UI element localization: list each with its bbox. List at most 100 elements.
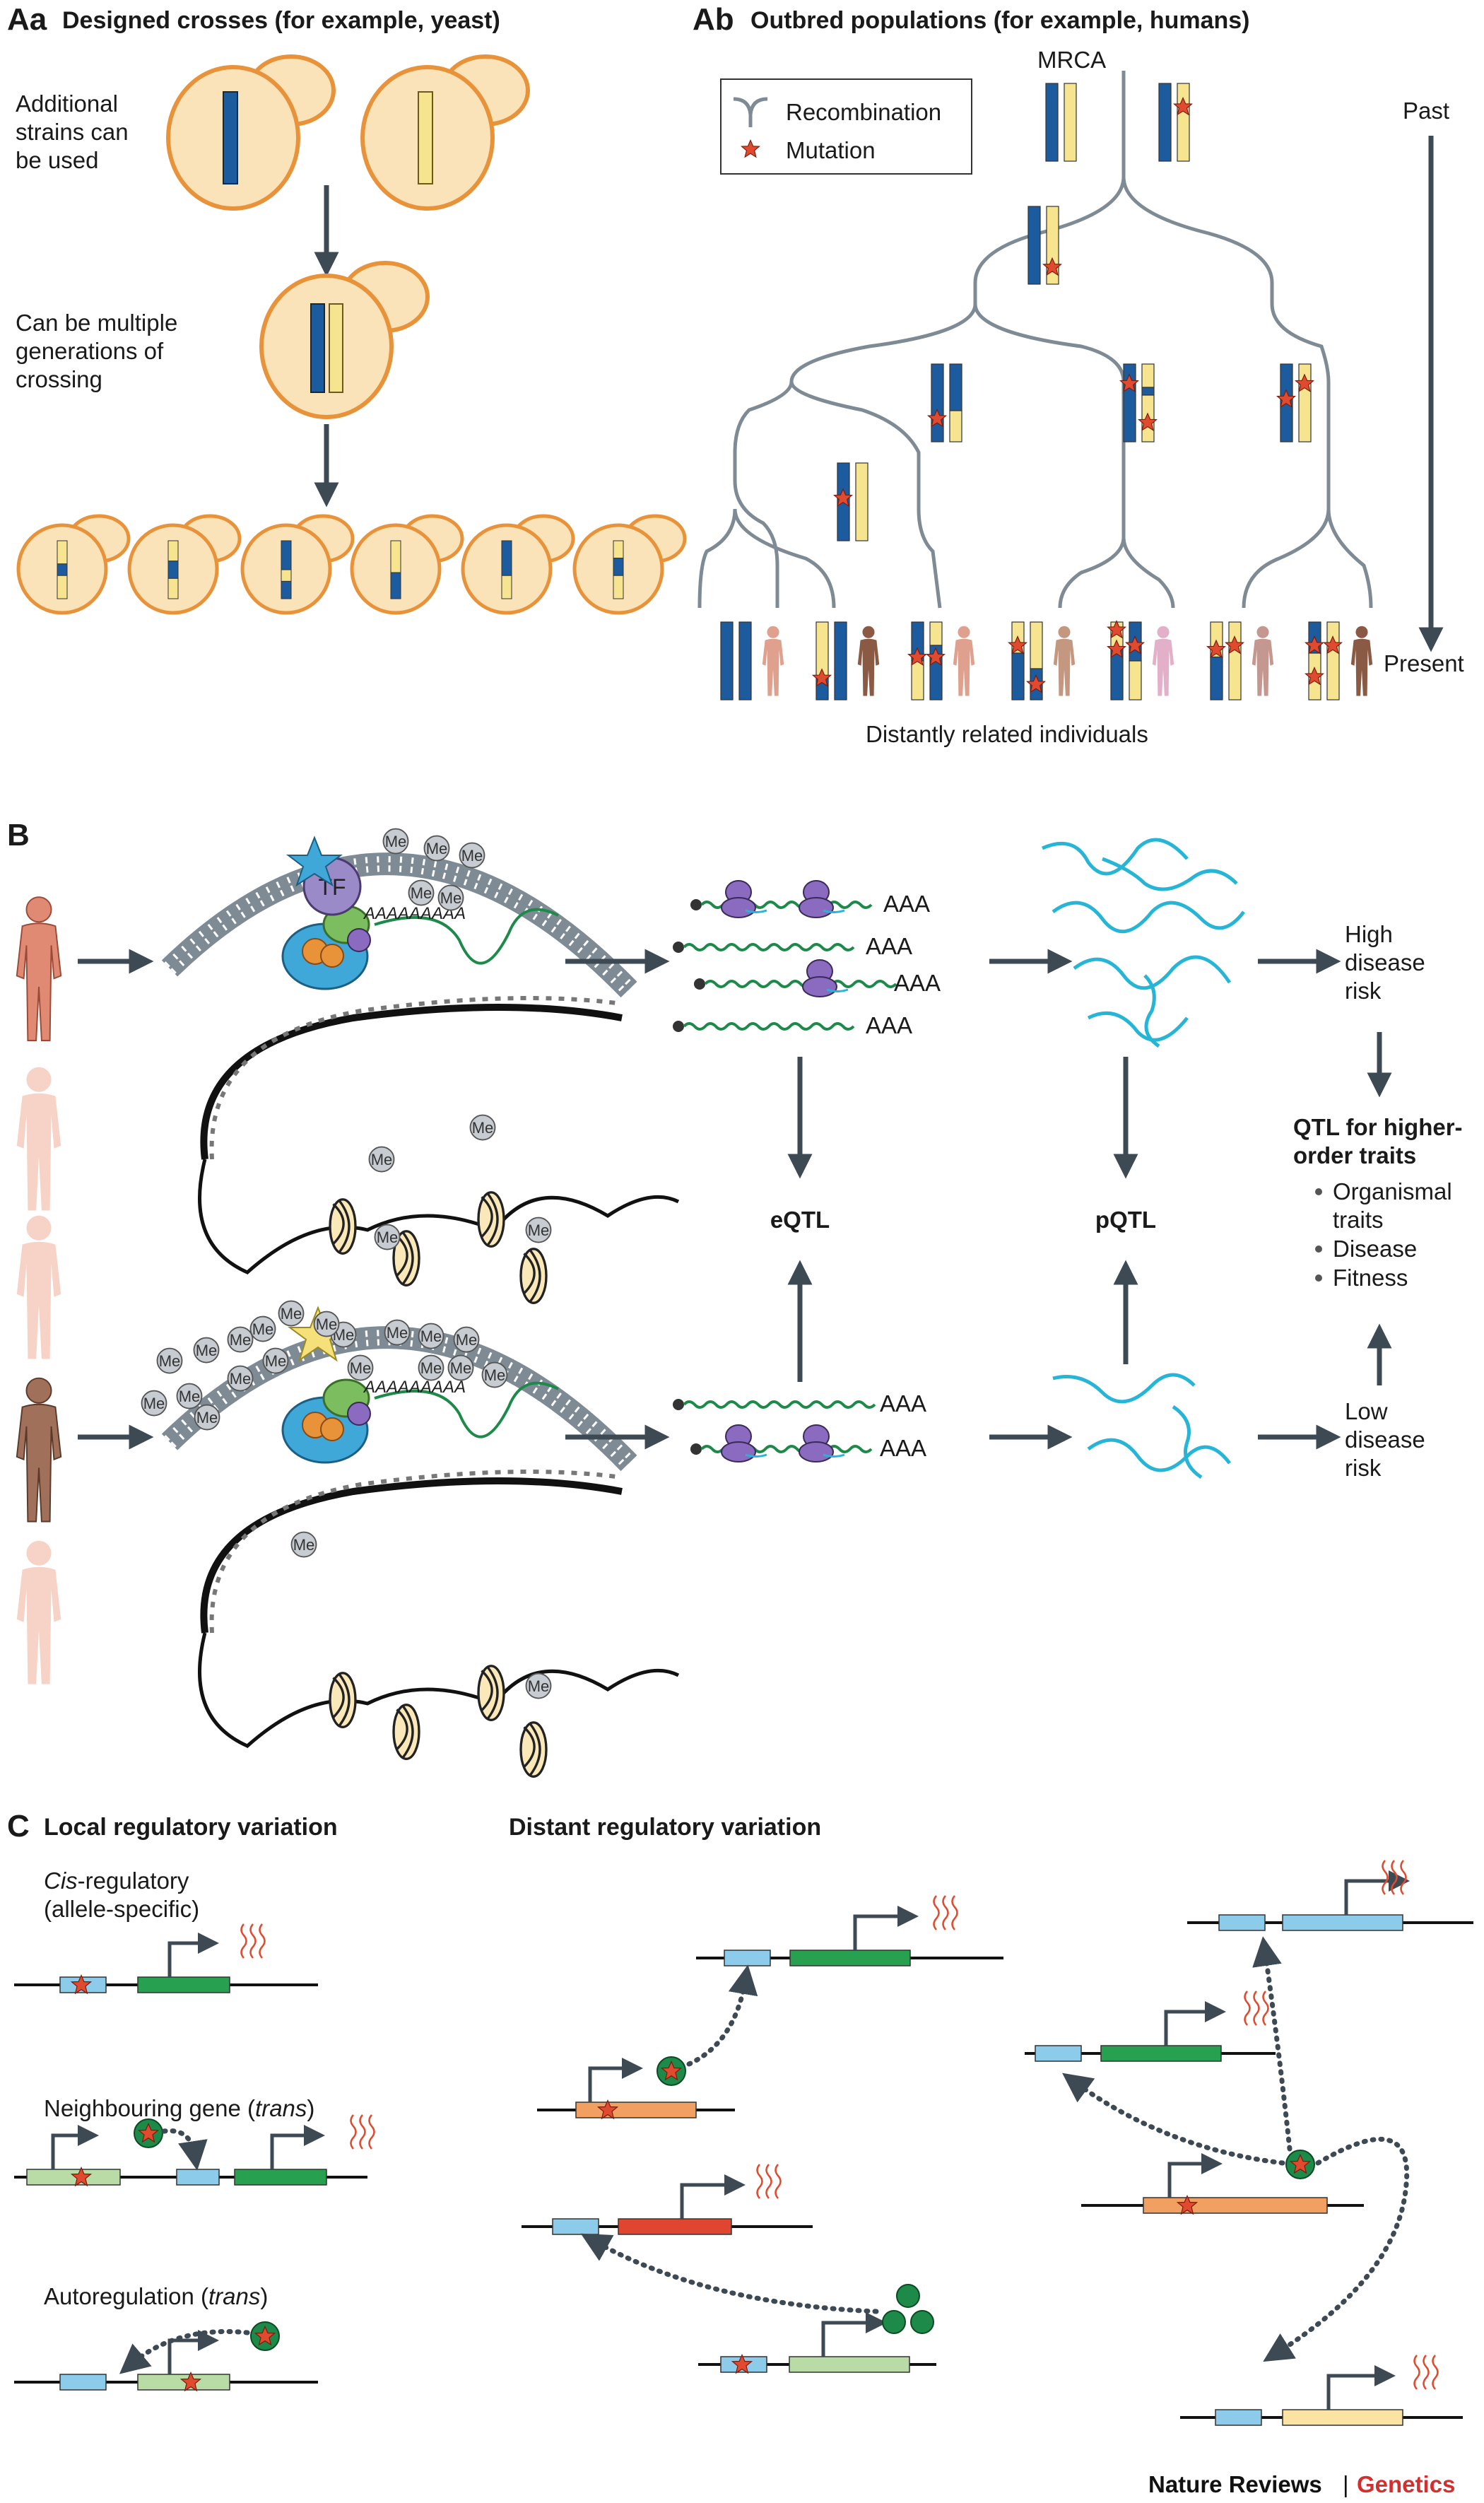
- methyl-label: Me: [456, 1331, 478, 1349]
- low-risk-line3: risk: [1345, 1455, 1382, 1481]
- methyl-group: Me: [469, 1114, 496, 1141]
- polya-tail: AAA: [894, 970, 941, 996]
- neighbouring-gene-trans: [14, 2114, 375, 2186]
- yeast-segregant: [461, 514, 575, 615]
- transcription-scene-top: TF AAAAAAAAA: [161, 836, 680, 1304]
- chromosome-pair: [1276, 363, 1314, 442]
- methyl-group: Me: [262, 1347, 289, 1374]
- polya-tail: AAA: [880, 1390, 926, 1417]
- footer-journal: Nature Reviews: [1148, 2471, 1322, 2497]
- ribosome-icon: [802, 959, 849, 997]
- methyl-label: Me: [252, 1320, 274, 1338]
- pqtl-label: pQTL: [1095, 1207, 1156, 1233]
- cis-regulatory-gene: [14, 1923, 318, 1994]
- distant-target-beige: [1180, 2355, 1463, 2426]
- mrna-molecule: AAA: [673, 1012, 912, 1038]
- aa-note1-line2: strains can: [16, 119, 129, 145]
- genealogy-tree: [697, 71, 1373, 609]
- distant-regulator-light: [580, 2233, 936, 2374]
- chromosome-pair: [1008, 621, 1046, 701]
- high-risk-line2: disease: [1345, 949, 1425, 975]
- eqtl-label: eQTL: [770, 1207, 830, 1233]
- methyl-group: Me: [437, 884, 464, 911]
- methyl-group: Me: [374, 1224, 401, 1250]
- autoregulation-label: Autoregulation (trans): [44, 2283, 268, 2309]
- methyl-group: Me: [141, 1390, 167, 1417]
- regulator-protein: [250, 2321, 280, 2351]
- tf-star: [286, 836, 343, 887]
- methyl-label: Me: [230, 1331, 252, 1349]
- qtl-bullet-2: Disease: [1333, 1236, 1417, 1262]
- panel-aa: Aa Designed crosses (for example, yeast)…: [7, 2, 687, 615]
- b-people-column: [16, 896, 62, 1684]
- yeast-parent-yellow: [360, 54, 530, 211]
- polya-label-bottom: AAAAAAAAA: [363, 1378, 466, 1397]
- methyl-group: Me: [459, 842, 485, 869]
- ribosome-icon: [721, 880, 767, 918]
- chromosome-pair: [1119, 363, 1158, 442]
- panel-ab-letter: Ab: [693, 2, 734, 37]
- person-low-risk: [16, 1377, 62, 1523]
- methyl-label: Me: [265, 1352, 287, 1370]
- methyl-group: Me: [290, 1531, 317, 1558]
- aa-note1-line1: Additional: [16, 90, 118, 117]
- methyl-group: Me: [447, 1354, 474, 1381]
- yeast-segregant: [240, 514, 355, 615]
- methyl-label: Me: [411, 884, 432, 902]
- regulator-protein: [896, 2284, 920, 2308]
- aa-note2-line3: crossing: [16, 366, 102, 392]
- neighbouring-label: Neighbouring gene (trans): [44, 2095, 314, 2121]
- methyl-label: Me: [230, 1370, 252, 1388]
- methyl-group: Me: [368, 1146, 395, 1173]
- qtl-bullet-3: Fitness: [1333, 1265, 1408, 1291]
- panel-ab: Ab Outbred populations (for example, hum…: [693, 2, 1464, 747]
- legend-mutation: Mutation: [786, 137, 876, 163]
- methyl-label: Me: [316, 1315, 338, 1333]
- proteins-bottom: [1052, 1373, 1231, 1479]
- methyl-label: Me: [350, 1359, 372, 1377]
- polya-tail: AAA: [883, 891, 930, 917]
- panel-c: C Local regulatory variation Distant reg…: [7, 1809, 1473, 2426]
- ab-individuals: [762, 626, 1373, 696]
- chromosome-pair: [1158, 83, 1193, 162]
- methyl-label: Me: [371, 1151, 393, 1168]
- methyl-group: Me: [227, 1365, 254, 1392]
- low-risk-line2: disease: [1345, 1426, 1425, 1453]
- methyl-label: Me: [196, 1342, 218, 1359]
- individual-icon: [1152, 626, 1174, 696]
- mrca-label: MRCA: [1037, 47, 1106, 73]
- distant-regulator-orange: [537, 1964, 758, 2119]
- chromosome-pair: [927, 363, 962, 442]
- panel-ab-title: Outbred populations (for example, humans…: [750, 7, 1250, 34]
- polya-tail: AAA: [880, 1435, 926, 1461]
- methyl-group: Me: [249, 1315, 276, 1342]
- distant-target-red: [522, 2164, 813, 2235]
- chromosome-pair: [1027, 206, 1062, 285]
- gene-diagrams: [14, 1860, 1473, 2426]
- chromosome-pair: [833, 462, 868, 541]
- chromosome-pair: [1045, 83, 1077, 162]
- methyl-group: Me: [193, 1337, 220, 1364]
- methyl-group: Me: [347, 1354, 374, 1381]
- chromosome-pair: [1107, 620, 1145, 701]
- methyl-group: Me: [156, 1347, 183, 1374]
- ribosome-icon: [799, 880, 845, 918]
- past-label: Past: [1403, 98, 1449, 124]
- chromosome-pair: [720, 621, 752, 701]
- regulator-protein: [1285, 2150, 1315, 2179]
- recombination-icon: [733, 97, 768, 127]
- person-faded-1: [16, 1067, 61, 1211]
- methyl-group: Me: [418, 1354, 444, 1381]
- qtl-bullet-1-line1: Organismal: [1333, 1178, 1452, 1204]
- aa-note1-line3: be used: [16, 147, 98, 173]
- methyl-group: Me: [453, 1326, 480, 1353]
- mrna-molecule: AAA: [690, 880, 930, 918]
- panel-b-letter: B: [7, 818, 30, 852]
- mrna-molecule: AAA: [673, 1390, 926, 1417]
- methyl-group: Me: [227, 1326, 254, 1353]
- chromosome-pair: [1206, 621, 1244, 701]
- yeast-segregant: [572, 514, 687, 615]
- methyl-label: Me: [143, 1395, 165, 1412]
